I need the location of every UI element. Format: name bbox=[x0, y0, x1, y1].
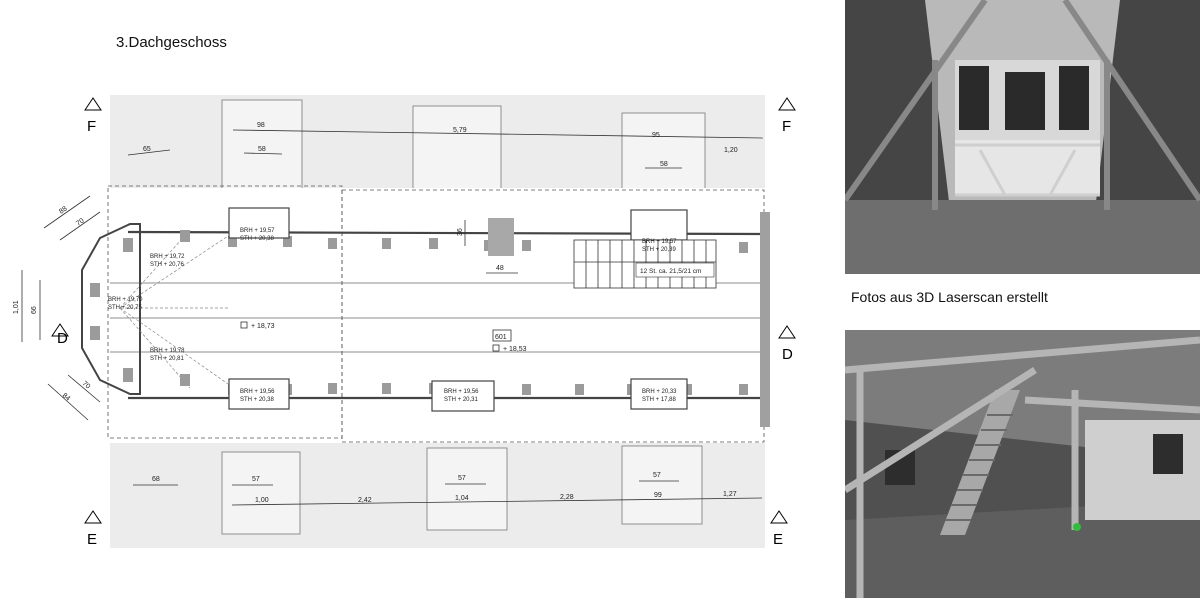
room-number: 601 bbox=[495, 334, 507, 341]
column bbox=[522, 240, 531, 251]
section-marker-e-right: E bbox=[773, 531, 783, 548]
column bbox=[522, 384, 531, 395]
window-sth: STH + 20,39 bbox=[642, 247, 677, 253]
floor-plan: F F D D E E 65 98 58 5,79 95 58 1,20 68 bbox=[13, 95, 796, 548]
stair-note: 12 St. ca. 21,5/21 cm bbox=[640, 268, 701, 275]
section-marker-f-left: F bbox=[87, 118, 96, 135]
window-sth: STH + 20,31 bbox=[444, 397, 479, 403]
column bbox=[575, 384, 584, 395]
dormer-panel bbox=[426, 447, 508, 531]
photo-caption: Fotos aus 3D Laserscan erstellt bbox=[851, 289, 1048, 305]
window-brh: BRH + 19,70 bbox=[108, 297, 143, 303]
column bbox=[739, 242, 748, 253]
chimney bbox=[488, 218, 514, 256]
column bbox=[228, 236, 237, 247]
column bbox=[382, 238, 391, 249]
section-marker-d-left: D bbox=[57, 330, 68, 347]
window-brh: BRH + 19,57 bbox=[240, 228, 275, 234]
dim-127: 1,27 bbox=[723, 491, 737, 498]
dim-242: 2,42 bbox=[358, 497, 372, 504]
dormer-window bbox=[228, 378, 290, 410]
dormer-panel bbox=[621, 112, 706, 194]
dim-101: 1,01 bbox=[13, 300, 20, 314]
dim-228: 2,28 bbox=[560, 494, 574, 501]
section-marker-e-left: E bbox=[87, 531, 97, 548]
dim-65: 65 bbox=[143, 146, 151, 153]
dim-98: 98 bbox=[257, 122, 265, 129]
window-brh: BRH + 20,33 bbox=[642, 389, 677, 395]
dim-68: 68 bbox=[152, 476, 160, 483]
column bbox=[283, 236, 292, 247]
dim-58b: 58 bbox=[660, 161, 668, 168]
dim-120: 1,20 bbox=[724, 147, 738, 154]
section-marker-f-right: F bbox=[782, 118, 791, 135]
dormer-window bbox=[630, 209, 688, 241]
apse-wall bbox=[81, 223, 141, 395]
laserscan-photo-1 bbox=[845, 0, 1200, 274]
window-brh: BRH + 19,72 bbox=[150, 254, 185, 260]
window-sth: STH + 20,75 bbox=[108, 305, 143, 311]
dormer-panel bbox=[221, 99, 303, 191]
window-sth: STH + 17,88 bbox=[642, 397, 677, 403]
dormer-window bbox=[630, 378, 688, 410]
column bbox=[328, 238, 337, 249]
dim-70: 70 bbox=[75, 217, 85, 227]
column bbox=[328, 383, 337, 394]
window-brh: BRH + 19,78 bbox=[150, 348, 185, 354]
dormer-panel bbox=[221, 451, 301, 535]
level-2: + 18,53 bbox=[503, 346, 527, 353]
plan-title: 3.Dachgeschoss bbox=[116, 34, 227, 51]
window-sth: STH + 20,76 bbox=[150, 262, 185, 268]
window-brh: BRH + 19,56 bbox=[444, 389, 479, 395]
dim-66: 66 bbox=[31, 306, 38, 314]
dim-579: 5,79 bbox=[453, 127, 467, 134]
column bbox=[382, 383, 391, 394]
dormer-panel bbox=[412, 105, 502, 191]
dim-57a: 57 bbox=[252, 476, 260, 483]
column bbox=[739, 384, 748, 395]
dim-88: 88 bbox=[58, 205, 68, 215]
dormer-window bbox=[228, 207, 290, 239]
dim-48: 48 bbox=[496, 265, 504, 272]
dormer-panel bbox=[621, 445, 703, 525]
level-1: + 18,73 bbox=[251, 323, 275, 330]
window-brh: BRH + 19,56 bbox=[240, 389, 275, 395]
window-sth: STH + 20,38 bbox=[240, 397, 275, 403]
dim-104: 1,04 bbox=[455, 495, 469, 502]
dim-95: 95 bbox=[652, 132, 660, 139]
dim-84: 84 bbox=[61, 392, 72, 402]
laserscan-photo-2 bbox=[845, 330, 1200, 598]
gable-wall bbox=[760, 212, 770, 427]
dim-57c: 57 bbox=[653, 472, 661, 479]
window-sth: STH + 20,81 bbox=[150, 356, 185, 362]
section-marker-d-right: D bbox=[782, 346, 793, 363]
dim-99: 99 bbox=[654, 492, 662, 499]
dim-70b: 70 bbox=[81, 380, 92, 390]
column bbox=[429, 238, 438, 249]
room-number-box bbox=[492, 329, 512, 342]
window-sth: STH + 20,38 bbox=[240, 236, 275, 242]
dim-36: 36 bbox=[457, 228, 464, 236]
window-brh: BRH + 19,57 bbox=[642, 239, 677, 245]
dim-57b: 57 bbox=[458, 475, 466, 482]
dormer-window bbox=[431, 380, 495, 412]
dim-58a: 58 bbox=[258, 146, 266, 153]
dim-100: 1,00 bbox=[255, 497, 269, 504]
